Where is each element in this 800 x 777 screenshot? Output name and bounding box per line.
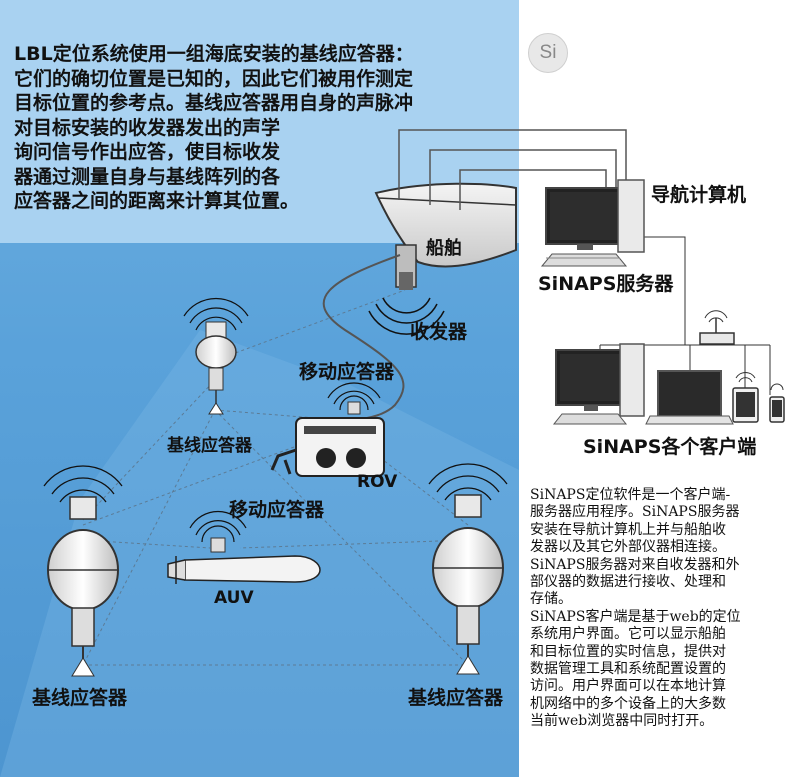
ship <box>374 182 517 290</box>
sinaps-server-label: SiNAPS服务器 <box>538 273 674 295</box>
auv-label: AUV <box>214 588 254 608</box>
mobile-transponder-label-1: 移动应答器 <box>299 361 395 383</box>
tether-cable <box>322 254 405 421</box>
baseline-transponder-right <box>428 463 508 675</box>
info-text: SiNAPS定位软件是一个客户端- 服务器应用程序。SiNAPS服务器 安装在导… <box>530 487 741 730</box>
client-desktop <box>552 343 645 425</box>
rov <box>270 382 385 477</box>
client-tablet <box>732 372 759 423</box>
baseline-transponder-left <box>43 465 123 677</box>
baseline-transponder-label-right: 基线应答器 <box>408 687 504 709</box>
ship-label: 船舶 <box>426 238 462 259</box>
sinaps-clients-label: SiNAPS各个客户端 <box>583 436 757 458</box>
intro-text: LBL定位系统使用一组海底安装的基线应答器： 它们的确切位置是已知的，因此它们被… <box>14 43 414 212</box>
transceiver-label: 收发器 <box>410 321 468 343</box>
router-icon <box>699 310 735 345</box>
sinaps-logo: Si <box>528 33 568 73</box>
transceiver-signal <box>368 297 445 335</box>
nav-computer-label: 导航计算机 <box>651 184 747 206</box>
baseline-transponder-label-left: 基线应答器 <box>32 687 128 709</box>
ship-cables <box>398 129 627 210</box>
nav-computer <box>540 179 645 267</box>
baseline-transponder-label-top: 基线应答器 <box>167 436 252 456</box>
client-laptop <box>645 370 734 425</box>
client-phone <box>769 383 785 423</box>
mobile-transponder-label-2: 移动应答器 <box>229 499 325 521</box>
baseline-transponder-top <box>183 297 249 415</box>
rov-label: ROV <box>357 472 398 492</box>
auv <box>167 510 321 584</box>
